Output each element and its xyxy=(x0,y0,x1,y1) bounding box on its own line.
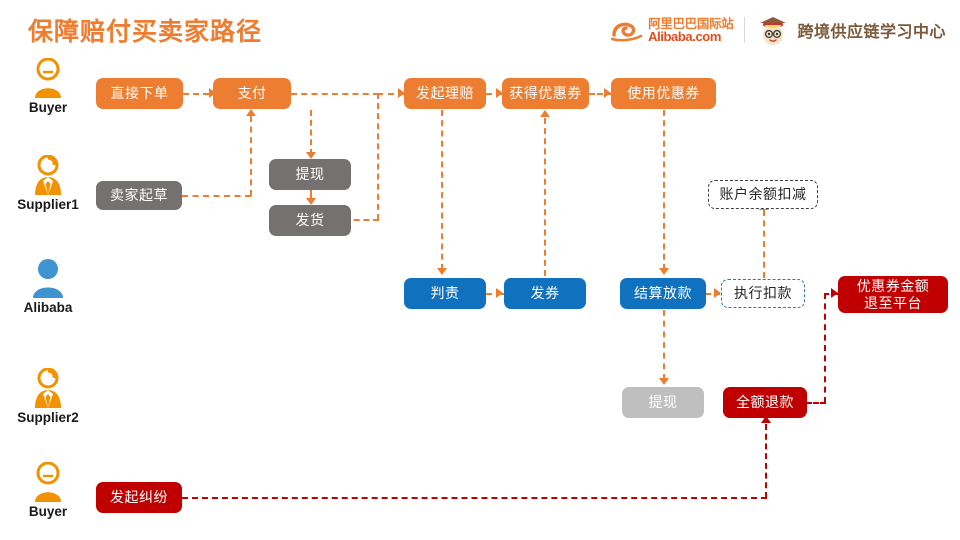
arrowhead-pay-to-withdraw xyxy=(306,152,316,159)
arrowhead-into-couponrefund xyxy=(831,288,838,298)
node-settle-payout[interactable]: 结算放款 xyxy=(620,278,706,309)
arrowhead-getcoupon-to-usecoupon xyxy=(604,88,611,98)
node-label: 提现 xyxy=(648,394,678,411)
connector-draft-right xyxy=(182,195,251,197)
arrowhead-issue-to-getcoupon xyxy=(540,110,550,117)
node-label: 全额退款 xyxy=(736,394,794,411)
connector-judge-to-issue xyxy=(486,293,504,295)
actor-name: Buyer xyxy=(28,504,68,519)
actor-name: Alibaba xyxy=(23,300,73,315)
node-label: 发起纠纷 xyxy=(110,489,168,506)
connector-pay-right xyxy=(291,93,379,95)
node-get-coupon[interactable]: 获得优惠券 xyxy=(502,78,589,109)
node-label: 直接下单 xyxy=(110,85,169,102)
node-label: 支付 xyxy=(237,85,267,102)
actor-name: Buyer xyxy=(28,100,68,115)
connector-withdraw-to-ship xyxy=(310,190,312,202)
learning-center-label: 跨境供应链学习中心 xyxy=(797,24,946,41)
arrowhead-draft-to-pay xyxy=(246,109,256,116)
connector-claim-to-judge xyxy=(441,110,443,270)
node-label: 判责 xyxy=(430,285,460,302)
connector-order-to-pay xyxy=(183,93,209,95)
node-raise-dispute[interactable]: 发起纠纷 xyxy=(96,482,182,513)
arrowhead-dispute-to-refund xyxy=(761,416,771,423)
connector-usecoupon-to-settle xyxy=(663,110,665,270)
arrowhead-usecoupon-to-settle xyxy=(659,268,669,275)
supplier-avatar-icon xyxy=(2,367,94,408)
node-label: 结算放款 xyxy=(634,285,692,302)
arrowhead-claim-to-getcoupon xyxy=(496,88,503,98)
arrowhead-settle-to-execdeduct xyxy=(714,288,721,298)
alibaba-avatar-icon xyxy=(2,258,94,298)
page-title: 保障赔付买卖家路径 xyxy=(28,18,263,46)
actor-name: Supplier2 xyxy=(17,410,79,425)
arrowhead-settle-to-withdraw2 xyxy=(659,378,669,385)
node-execute-deduct[interactable]: 执行扣款 xyxy=(721,279,805,308)
arrowhead-claim-to-judge xyxy=(437,268,447,275)
connector-getcoupon-to-usecoupon xyxy=(589,93,611,95)
alibaba-logo-cn: 阿里巴巴国际站 xyxy=(648,16,734,31)
connector-execdeduct-to-balance xyxy=(763,210,765,278)
actor-name: Supplier1 xyxy=(17,197,79,212)
connector-claim-to-getcoupon xyxy=(486,93,504,95)
node-judge[interactable]: 判责 xyxy=(404,278,486,309)
connector-draft-up xyxy=(250,116,252,196)
node-label: 卖家起草 xyxy=(110,187,168,204)
node-label: 获得优惠券 xyxy=(509,85,582,102)
node-label: 执行扣款 xyxy=(734,285,792,302)
node-file-claim[interactable]: 发起理赔 xyxy=(404,78,486,109)
node-label: 优惠券金额 退至平台 xyxy=(856,278,930,311)
node-withdraw-bottom[interactable]: 提现 xyxy=(622,387,704,418)
connector-into-claim xyxy=(377,93,405,95)
node-label: 提现 xyxy=(295,166,325,183)
node-issue-coupon[interactable]: 发券 xyxy=(504,278,586,309)
actor-alibaba: Alibaba xyxy=(2,258,94,315)
actor-buyer-top: Buyer xyxy=(2,57,94,115)
node-label: 账户余额扣减 xyxy=(719,186,807,203)
node-use-coupon[interactable]: 使用优惠券 xyxy=(611,78,716,109)
connector-ship-to-claim-h xyxy=(344,219,379,221)
arrowhead-into-claim xyxy=(398,88,405,98)
brand-divider xyxy=(744,17,746,43)
connector-refund-up xyxy=(824,293,826,403)
connector-refund-right xyxy=(806,402,826,404)
connector-pay-down-right xyxy=(377,93,379,220)
node-full-refund[interactable]: 全额退款 xyxy=(723,387,807,418)
node-label: 使用优惠券 xyxy=(627,85,700,102)
arrowhead-order-to-pay xyxy=(209,88,216,98)
node-coupon-refund[interactable]: 优惠券金额 退至平台 xyxy=(838,276,948,313)
brand-bar: 阿里巴巴国际站 Alibaba.com 跨境供应链学习中心 xyxy=(610,13,946,47)
connector-settle-to-withdraw2 xyxy=(663,310,665,380)
node-direct-order[interactable]: 直接下单 xyxy=(96,78,183,109)
alibaba-logo: 阿里巴巴国际站 Alibaba.com xyxy=(610,16,734,44)
node-withdraw-top[interactable]: 提现 xyxy=(269,159,351,190)
node-label: 发起理赔 xyxy=(416,85,474,102)
connector-issue-to-getcoupon xyxy=(544,118,546,276)
node-label: 发券 xyxy=(530,285,560,302)
alibaba-logo-icon xyxy=(610,19,645,43)
supplier-avatar-icon xyxy=(2,154,94,195)
node-balance-deduct[interactable]: 账户余额扣减 xyxy=(708,180,818,209)
connector-settle-to-execdeduct xyxy=(706,293,720,295)
node-ship[interactable]: 发货 xyxy=(269,205,351,236)
actor-buyer-bottom: Buyer xyxy=(2,461,94,519)
actor-supplier2: Supplier2 xyxy=(2,367,94,425)
connector-dispute-up xyxy=(765,424,767,498)
arrowhead-judge-to-issue xyxy=(496,288,503,298)
alibaba-logo-en: Alibaba.com xyxy=(648,28,721,44)
connector-dispute-right xyxy=(182,497,767,499)
node-seller-draft[interactable]: 卖家起草 xyxy=(96,181,182,210)
connector-pay-to-withdraw xyxy=(310,110,312,155)
scholar-mascot-icon xyxy=(756,14,790,46)
actor-supplier1: Supplier1 xyxy=(2,154,94,212)
buyer-avatar-icon xyxy=(2,57,94,98)
node-pay[interactable]: 支付 xyxy=(213,78,291,109)
node-label: 发货 xyxy=(295,212,325,229)
buyer-avatar-icon xyxy=(2,461,94,502)
arrowhead-withdraw-to-ship xyxy=(306,198,316,205)
